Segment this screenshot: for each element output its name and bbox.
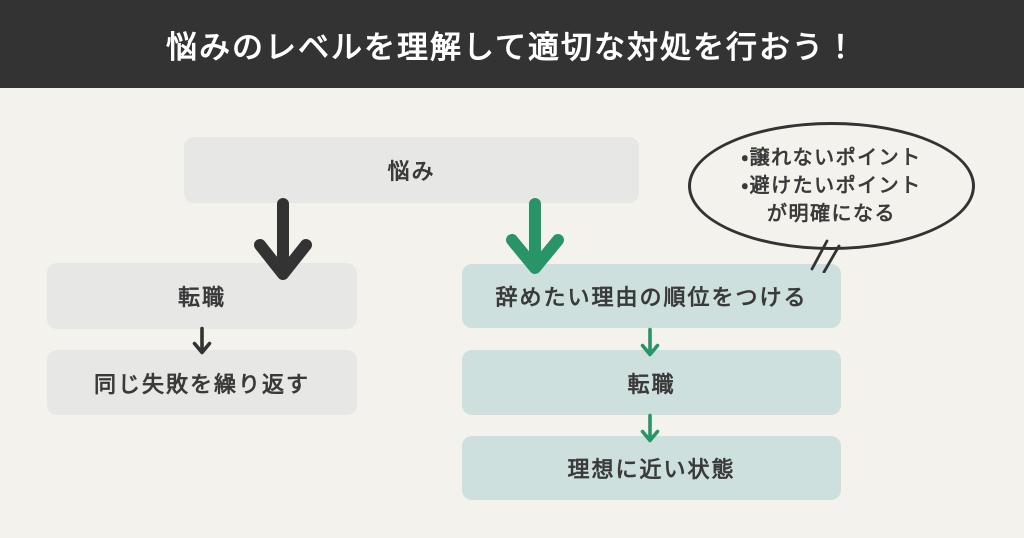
flow-node-job-change-left: 転職	[47, 263, 357, 329]
flow-node-rank-reasons: 辞めたい理由の順位をつける	[462, 264, 841, 328]
flow-node-repeat-failure: 同じ失敗を繰り返す	[47, 350, 357, 415]
flow-node-job-change-right: 転職	[462, 350, 841, 415]
bubble-line: ・避けたいポイント	[741, 175, 922, 197]
speech-bubble-tail-icon	[810, 239, 841, 273]
small-down-arrow-icon	[640, 413, 660, 443]
small-down-arrow-icon	[640, 327, 660, 357]
page-title: 悩みのレベルを理解して適切な対処を行おう！	[165, 29, 859, 65]
bubble-line: が明確になる	[767, 203, 896, 225]
speech-bubble: ・譲れないポイント ・避けたいポイント が明確になる	[688, 122, 975, 250]
big-down-arrow-icon	[254, 198, 312, 280]
header-bar: 悩みのレベルを理解して適切な対処を行おう！	[0, 0, 1024, 88]
big-down-arrow-icon	[506, 198, 564, 274]
small-down-arrow-icon	[192, 326, 212, 355]
flow-node-ideal-state: 理想に近い状態	[462, 436, 841, 500]
bubble-line: ・譲れないポイント	[741, 147, 922, 169]
flow-node-worry: 悩み	[184, 137, 639, 203]
